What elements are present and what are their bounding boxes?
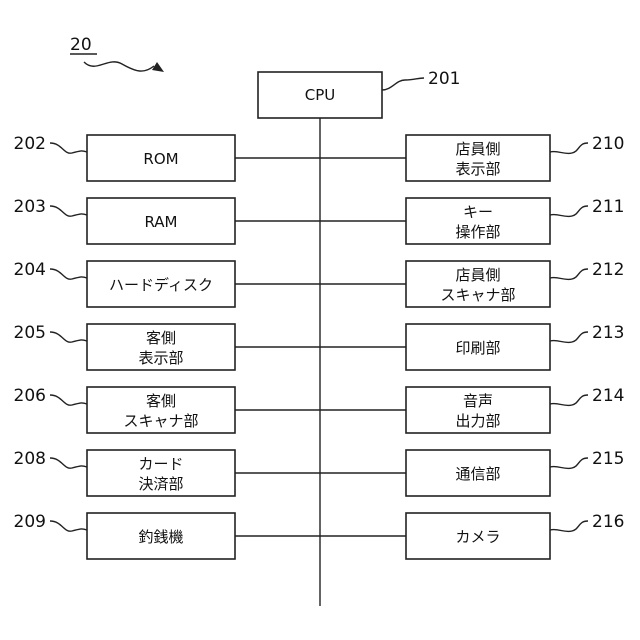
block-label: スキャナ部 [123,412,198,430]
right-block-216: カメラ 216 [320,512,624,559]
ref-number: 210 [592,134,624,154]
ref-leader [550,269,588,279]
ref-leader [50,332,87,342]
cpu-ref: 201 [428,69,460,89]
block-label: 店員側 [455,140,500,158]
right-block-210: 店員側表示部 210 [320,134,624,181]
block-label: 表示部 [455,160,500,178]
block-label: 表示部 [138,349,183,367]
figure-label-arrow [84,62,154,71]
ref-leader [50,206,87,216]
ref-number: 212 [592,260,624,280]
left-block-202: ROM 202 [14,134,320,181]
ref-leader [50,269,87,279]
block-label: 決済部 [138,475,183,493]
block-label: カメラ [455,528,500,546]
block-label: RAM [144,213,177,231]
block-label: 通信部 [455,465,500,483]
ref-number: 211 [592,197,624,217]
block-label: 印刷部 [455,339,500,357]
ref-number: 204 [14,260,46,280]
ref-leader [550,395,588,405]
block-label: 店員側 [455,266,500,284]
right-block-212: 店員側スキャナ部 212 [320,260,624,307]
ref-leader [550,521,588,531]
ref-leader [50,395,87,405]
ref-leader [550,458,588,468]
right-block-213: 印刷部 213 [320,323,624,370]
block-label: スキャナ部 [440,286,515,304]
block-label: 客側 [146,392,176,410]
ref-leader [550,332,588,342]
ref-leader [50,143,87,153]
left-block-208: カード決済部 208 [14,449,320,496]
left-block-203: RAM 203 [14,197,320,244]
left-block-204: ハードディスク 204 [14,260,320,307]
ref-number: 214 [592,386,624,406]
ref-leader [550,206,588,216]
block-label: ROM [143,150,178,168]
ref-number: 205 [14,323,46,343]
ref-number: 203 [14,197,46,217]
block-label: カード [138,455,183,473]
ref-number: 213 [592,323,624,343]
left-block-206: 客側スキャナ部 206 [14,386,320,433]
ref-number: 209 [14,512,46,532]
ref-number: 208 [14,449,46,469]
block-label: 客側 [146,329,176,347]
right-block-211: キー操作部 211 [320,197,624,244]
ref-leader [550,143,588,153]
ref-number: 216 [592,512,624,532]
right-block-215: 通信部 215 [320,449,624,496]
cpu-ref-leader [382,78,424,90]
block-label: 釣銭機 [138,528,183,546]
left-block-205: 客側表示部 205 [14,323,320,370]
figure-label: 20 [70,35,92,55]
block-label: ハードディスク [109,276,213,294]
ref-number: 215 [592,449,624,469]
block-label: キー [463,203,493,221]
left-block-209: 釣銭機 209 [14,512,320,559]
ref-leader [50,458,87,468]
ref-number: 206 [14,386,46,406]
ref-leader [50,521,87,531]
cpu-label: CPU [305,86,336,104]
ref-number: 202 [14,134,46,154]
block-label: 音声 [463,392,493,410]
block-label: 操作部 [455,223,500,241]
block-label: 出力部 [455,412,500,430]
right-block-214: 音声出力部 214 [320,386,624,433]
